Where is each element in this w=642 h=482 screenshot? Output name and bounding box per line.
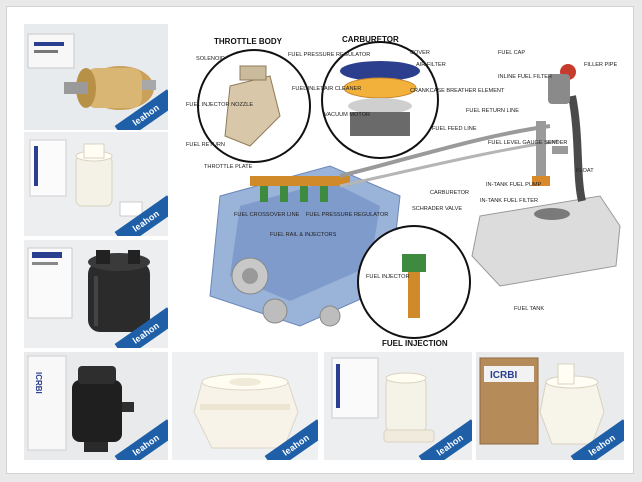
- label-carburetor: CARBURETOR: [430, 190, 469, 196]
- photo-black-filter-boxed: ICRBI leahon: [24, 352, 168, 460]
- label-filler-pipe: FILLER PIPE: [584, 62, 618, 68]
- label-fuel-injector: FUEL INJECTOR: [366, 274, 410, 280]
- injector-icon: [260, 186, 268, 202]
- label-fuel-pressure-regulator-2: FUEL PRESSURE REGULATOR: [306, 212, 388, 218]
- fuel-tank: [471, 195, 621, 287]
- label-schrader-valve: SCHRADER VALVE: [412, 206, 462, 212]
- photo-white-filter-boxed: leahon: [24, 132, 168, 236]
- icrbi-box-illustration: ICRBI: [476, 352, 624, 460]
- label-fuel-inlet: FUEL INLET: [292, 86, 324, 92]
- label-fuel-pressure-regulator: FUEL PRESSURE REGULATOR: [288, 52, 370, 58]
- label-float: FLOAT: [576, 168, 594, 174]
- product-collage: leahon leahon leahon: [6, 6, 634, 474]
- metal-filter-illustration: [24, 24, 168, 130]
- label-fuel-return: FUEL RETURN: [186, 142, 225, 148]
- photo-black-filter: leahon: [24, 240, 168, 348]
- injector-icon: [300, 186, 308, 202]
- in-tank-pump: [536, 121, 546, 181]
- diagram-title-carburetor: CARBURETOR: [342, 35, 399, 44]
- label-throttle-plate: THROTTLE PLATE: [204, 164, 253, 170]
- label-crankcase-breather-element: CRANKCASE BREATHER ELEMENT: [410, 88, 505, 94]
- label-air-cleaner: AIR CLEANER: [324, 86, 361, 92]
- label-fuel-level-gauge-sender: FUEL LEVEL GAUGE SENDER: [488, 140, 567, 146]
- label-fuel-tank: FUEL TANK: [514, 306, 544, 312]
- photo-white-filter-large: leahon: [172, 352, 318, 460]
- fuel-return-line: [339, 139, 559, 188]
- label-cover: COVER: [410, 50, 430, 56]
- label-fuel-crossover-line: FUEL CROSSOVER LINE: [234, 212, 300, 218]
- diagram-title-throttle-body: THROTTLE BODY: [214, 37, 283, 46]
- label-in-tank-fuel-filter: IN-TANK FUEL FILTER: [480, 198, 538, 204]
- filler-pipe: [568, 95, 586, 202]
- label-in-tank-fuel-pump: IN-TANK FUEL PUMP: [486, 182, 542, 188]
- photo-metal-fuel-filter: leahon: [24, 24, 168, 130]
- diagram-title-fuel-injection: FUEL INJECTION: [382, 339, 448, 348]
- label-fuel-feed-line: FUEL FEED LINE: [432, 126, 477, 132]
- fuel-system-diagram: THROTTLE BODY CARBURETOR FUEL INJECTION …: [180, 26, 624, 350]
- label-fuel-rail-injectors: FUEL RAIL & INJECTORS: [270, 232, 337, 238]
- label-vacuum-motor: VACUUM MOTOR: [324, 112, 370, 118]
- box-brand-text: ICRBI: [490, 370, 517, 381]
- label-inline-fuel-filter: INLINE FUEL FILTER: [498, 74, 552, 80]
- fuel-rail: [250, 176, 350, 186]
- injector-icon: [280, 186, 288, 202]
- photo-white-filter-box-2: leahon: [324, 352, 472, 460]
- label-air-filter: AIR FILTER: [416, 62, 446, 68]
- label-fuel-injector-nozzle: FUEL INJECTOR NOZZLE: [186, 102, 253, 108]
- fuel-system-illustration: THROTTLE BODY CARBURETOR FUEL INJECTION …: [180, 26, 624, 350]
- box-brand-text: ICRBI: [34, 372, 43, 394]
- photo-icrbi-box-filter: ICRBI leahon: [476, 352, 624, 460]
- injector-icon: [320, 186, 328, 202]
- float-icon: [552, 146, 568, 154]
- label-fuel-return-line: FUEL RETURN LINE: [466, 108, 519, 114]
- inline-fuel-filter: [548, 74, 570, 104]
- in-tank-filter: [532, 176, 550, 186]
- label-solenoid: SOLENOID: [196, 56, 225, 62]
- engine-block: [209, 165, 401, 327]
- label-fuel-cap: FUEL CAP: [498, 50, 525, 56]
- fuel-feed-line: [339, 124, 551, 178]
